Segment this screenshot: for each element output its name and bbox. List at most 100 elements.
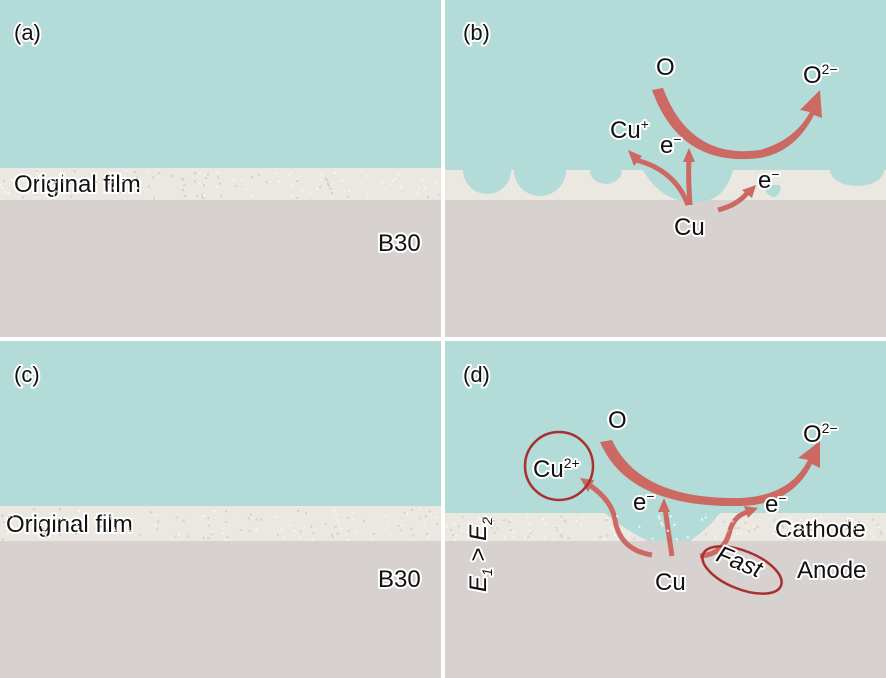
film-speck xyxy=(244,188,247,191)
film-texture xyxy=(0,170,883,541)
electron-label: e− xyxy=(633,488,655,516)
film-speck xyxy=(819,515,822,518)
film-speck xyxy=(605,518,608,521)
film-speck xyxy=(332,508,335,511)
film-speck xyxy=(858,520,861,523)
film-speck xyxy=(560,534,563,537)
film-speck xyxy=(426,535,429,538)
pit xyxy=(830,170,884,186)
film-speck xyxy=(802,528,805,531)
film-speck xyxy=(351,518,354,521)
film-speck xyxy=(410,509,413,512)
film-speck xyxy=(872,518,875,521)
film-speck xyxy=(599,536,602,539)
film-speck xyxy=(559,528,562,531)
film-speck xyxy=(503,519,506,522)
film-speck xyxy=(145,170,148,173)
film-speck xyxy=(734,527,737,530)
film-speck xyxy=(275,172,278,175)
film-speck xyxy=(206,173,209,176)
film-speck xyxy=(289,524,292,527)
film-speck xyxy=(258,173,261,176)
film-speck xyxy=(512,531,515,534)
film-speck xyxy=(336,532,339,535)
film-speck xyxy=(339,527,342,530)
film-speck xyxy=(853,528,856,531)
potential-relation-label: E1 > E2 xyxy=(465,517,495,592)
film-speck xyxy=(784,530,787,533)
film-speck xyxy=(65,519,68,522)
film-speck xyxy=(372,533,375,536)
film-speck xyxy=(491,526,494,529)
film-speck xyxy=(329,187,332,190)
film-speck xyxy=(255,518,258,521)
film-speck xyxy=(37,175,40,178)
metal-label: B30 xyxy=(378,566,421,593)
film-speck xyxy=(110,181,113,184)
film-speck xyxy=(564,521,567,524)
film-speck xyxy=(348,189,351,192)
film-speck xyxy=(387,521,390,524)
film-speck xyxy=(418,186,421,189)
film-speck xyxy=(335,514,338,517)
film-speck xyxy=(704,516,707,519)
film-speck xyxy=(405,510,408,513)
film-speck xyxy=(370,537,373,540)
film-speck xyxy=(661,524,664,527)
film-speck xyxy=(396,172,399,175)
film-speck xyxy=(552,537,555,540)
film-speck xyxy=(628,532,631,535)
film-speck xyxy=(34,194,37,197)
film-speck xyxy=(225,510,228,513)
film-speck xyxy=(701,518,704,521)
film-speck xyxy=(560,515,563,518)
film-speck xyxy=(333,171,336,174)
film-speck xyxy=(241,179,244,182)
film-speck xyxy=(193,180,196,183)
film-speck xyxy=(249,513,252,516)
film-speck xyxy=(713,535,716,538)
metal-label: B30 xyxy=(378,230,421,257)
film-speck xyxy=(822,536,825,539)
pits xyxy=(463,170,884,202)
film-speck xyxy=(503,536,506,539)
film-speck xyxy=(389,183,392,186)
film-speck xyxy=(492,518,495,521)
film-speck xyxy=(98,180,101,183)
film-speck xyxy=(125,170,128,173)
film-speck xyxy=(30,520,33,523)
film-speck xyxy=(429,513,432,516)
film-speck xyxy=(260,518,263,521)
film-speck xyxy=(77,510,80,513)
film-speck xyxy=(856,532,859,535)
film-speck xyxy=(319,186,322,189)
film-speck xyxy=(40,523,43,526)
film-speck xyxy=(216,185,219,188)
oxide-ion-label: O2− xyxy=(803,420,838,448)
film-speck xyxy=(94,181,97,184)
film-speck xyxy=(201,194,204,197)
solution-region xyxy=(0,341,441,506)
film-speck xyxy=(606,534,609,537)
film-speck xyxy=(673,523,676,526)
film-speck xyxy=(311,538,314,541)
film-speck xyxy=(207,517,210,520)
film-speck xyxy=(300,189,303,192)
film-speck xyxy=(217,176,220,179)
film-speck xyxy=(278,180,281,183)
film-speck xyxy=(575,519,578,522)
film-speck xyxy=(461,515,464,518)
film-speck xyxy=(182,519,185,522)
film-speck xyxy=(380,182,383,185)
film-speck xyxy=(219,195,222,198)
film-speck xyxy=(726,529,729,532)
film-speck xyxy=(438,193,441,196)
film-speck xyxy=(310,525,313,528)
film-speck xyxy=(49,179,52,182)
film-speck xyxy=(800,518,803,521)
solution-region xyxy=(445,341,886,514)
film-speck xyxy=(127,527,130,530)
electron-label: e− xyxy=(660,131,682,159)
film-speck xyxy=(401,524,404,527)
film-speck xyxy=(333,510,336,513)
